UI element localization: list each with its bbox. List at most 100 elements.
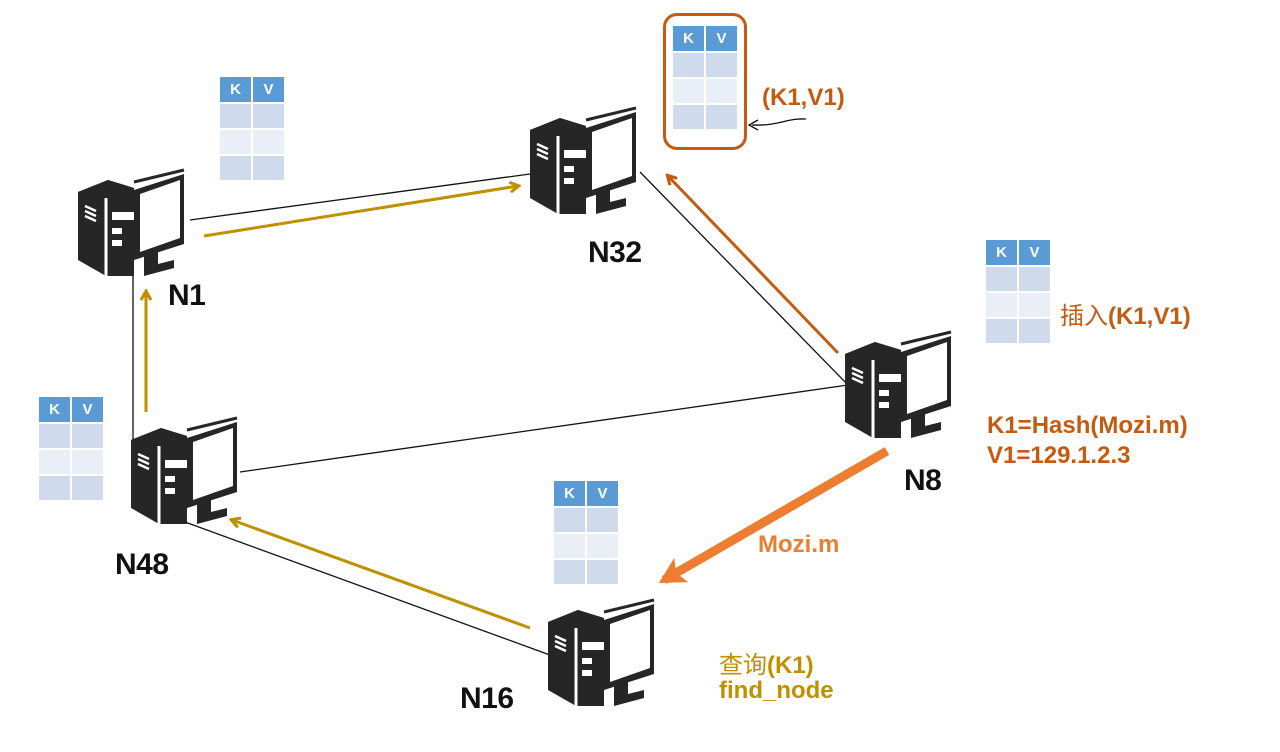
server-icon-n8[interactable] bbox=[845, 330, 957, 442]
query-label: 查询(K1) bbox=[719, 645, 814, 680]
kv-cell-key bbox=[986, 319, 1017, 343]
kv-cell-value bbox=[1019, 293, 1050, 317]
kv-cell-key bbox=[220, 104, 251, 128]
kv-cell-value bbox=[253, 104, 284, 128]
kv-row bbox=[986, 319, 1050, 343]
pointer-arrowhead bbox=[747, 119, 759, 131]
kv-cell-key bbox=[554, 534, 585, 558]
kv-header-value: V bbox=[587, 481, 618, 506]
kv-header-key: K bbox=[220, 77, 251, 102]
value-definition: V1=129.1.2.3 bbox=[987, 442, 1131, 469]
node-label-n32: N32 bbox=[588, 236, 642, 269]
query-method: find_node bbox=[719, 677, 834, 704]
kv-header-key: K bbox=[673, 26, 704, 51]
kv-cell-value bbox=[1019, 267, 1050, 291]
file-label: Mozi.m bbox=[758, 531, 840, 558]
kv-cell-value bbox=[72, 450, 103, 474]
stored-pair-highlight bbox=[663, 13, 747, 150]
kv-cell-key bbox=[39, 476, 70, 500]
kv-cell-value bbox=[706, 79, 737, 103]
kv-header-key: K bbox=[554, 481, 585, 506]
kv-row bbox=[673, 105, 737, 129]
kv-header-key: K bbox=[39, 397, 70, 422]
server-icon-n1[interactable] bbox=[78, 168, 190, 280]
kv-cell-key bbox=[673, 53, 704, 77]
kv-row bbox=[39, 476, 103, 500]
insert-arrow-n8-n32 bbox=[668, 176, 840, 355]
node-label-n1: N1 bbox=[168, 279, 206, 312]
server-icon-n48[interactable] bbox=[131, 416, 243, 528]
server-icon-n32[interactable] bbox=[530, 106, 642, 218]
kv-row bbox=[554, 534, 618, 558]
kv-cell-value bbox=[253, 156, 284, 180]
kv-header-value: V bbox=[253, 77, 284, 102]
kv-row bbox=[220, 104, 284, 128]
kv-header-key: K bbox=[986, 240, 1017, 265]
server-glyph bbox=[131, 416, 238, 524]
node-label-n16: N16 bbox=[460, 682, 514, 715]
kv-row bbox=[986, 293, 1050, 317]
kv-cell-value bbox=[1019, 319, 1050, 343]
kv-cell-key bbox=[220, 156, 251, 180]
file-arrow-n8-n16 bbox=[658, 447, 890, 584]
server-glyph bbox=[78, 168, 185, 276]
kv-row bbox=[554, 560, 618, 584]
kv-cell-value bbox=[587, 534, 618, 558]
kv-row bbox=[986, 267, 1050, 291]
query-prefix: 查询 bbox=[719, 652, 767, 679]
edge-n8-n48 bbox=[239, 384, 849, 473]
kv-cell-key bbox=[986, 293, 1017, 317]
kv-cell-value bbox=[706, 105, 737, 129]
insert-label: 插入(K1,V1) bbox=[1060, 296, 1191, 331]
kv-row bbox=[673, 79, 737, 103]
kv-cell-value bbox=[587, 508, 618, 532]
kv-cell-value bbox=[72, 476, 103, 500]
kv-header-value: V bbox=[1019, 240, 1050, 265]
kv-cell-key bbox=[220, 130, 251, 154]
kv-cell-key bbox=[39, 424, 70, 448]
kv-cell-key bbox=[554, 560, 585, 584]
kv-cell-value bbox=[587, 560, 618, 584]
kv-row bbox=[39, 450, 103, 474]
query-arg: (K1) bbox=[767, 652, 814, 679]
server-glyph bbox=[548, 598, 655, 706]
kv-cell-key bbox=[39, 450, 70, 474]
node-label-n8: N8 bbox=[904, 464, 942, 497]
kv-header-value: V bbox=[72, 397, 103, 422]
kv-cell-value bbox=[706, 53, 737, 77]
kv-header-value: V bbox=[706, 26, 737, 51]
kv-cell-key bbox=[554, 508, 585, 532]
edge-n48-n16 bbox=[184, 521, 551, 656]
kv-row bbox=[220, 130, 284, 154]
kv-row bbox=[554, 508, 618, 532]
kv-cell-value bbox=[72, 424, 103, 448]
query-arrow-n1-n32 bbox=[203, 186, 518, 238]
query-arrow-n16-n48 bbox=[232, 520, 531, 630]
stored-pair-label: (K1,V1) bbox=[762, 84, 845, 111]
kv-cell-key bbox=[986, 267, 1017, 291]
server-glyph bbox=[845, 330, 952, 438]
kv-row bbox=[220, 156, 284, 180]
edge-n32-n8 bbox=[639, 171, 849, 386]
insert-pair: (K1,V1) bbox=[1108, 303, 1191, 330]
server-glyph bbox=[530, 106, 637, 214]
key-definition: K1=Hash(Mozi.m) bbox=[987, 412, 1188, 439]
kv-cell-value bbox=[253, 130, 284, 154]
kv-row bbox=[39, 424, 103, 448]
node-label-n48: N48 bbox=[115, 548, 169, 581]
kv-cell-key bbox=[673, 105, 704, 129]
kv-row bbox=[673, 53, 737, 77]
edge-n1-n32 bbox=[189, 173, 531, 221]
server-icon-n16[interactable] bbox=[548, 598, 660, 710]
